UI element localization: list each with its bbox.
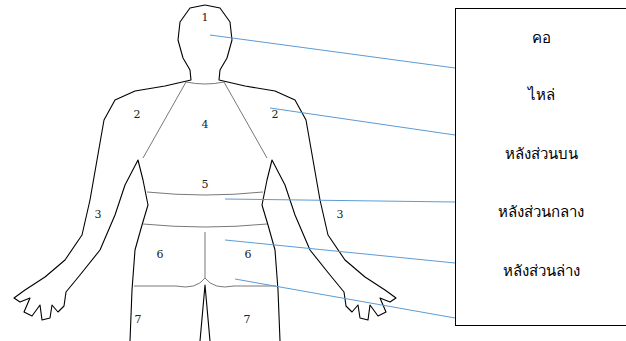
callout-number: 1 [202,12,209,24]
body-part-label: หลังส่วนกลาง [456,203,626,221]
callout-number: 7 [135,314,142,326]
callout-number: 7 [244,314,251,326]
label-box: คอไหล่หลังส่วนบนหลังส่วนกลางหลังส่วนล่าง [455,8,626,326]
body-part-label: หลังส่วนล่าง [456,262,626,280]
callout-number: 6 [245,249,252,261]
callout-number: 5 [202,179,209,191]
callout-number: 2 [134,109,141,121]
body-outline [14,5,205,341]
body-outline [200,285,210,341]
body-part-label: คอ [456,29,626,47]
callout-number: 2 [272,109,279,121]
callout-number: 6 [157,249,164,261]
callout-number: 3 [95,209,102,221]
callout-number: 4 [202,119,209,131]
body-part-label: หลังส่วนบน [456,145,626,163]
leader-lines [210,35,455,318]
region-lines [134,82,276,287]
body-part-label: ไหล่ [456,86,626,104]
callout-number: 3 [337,209,344,221]
